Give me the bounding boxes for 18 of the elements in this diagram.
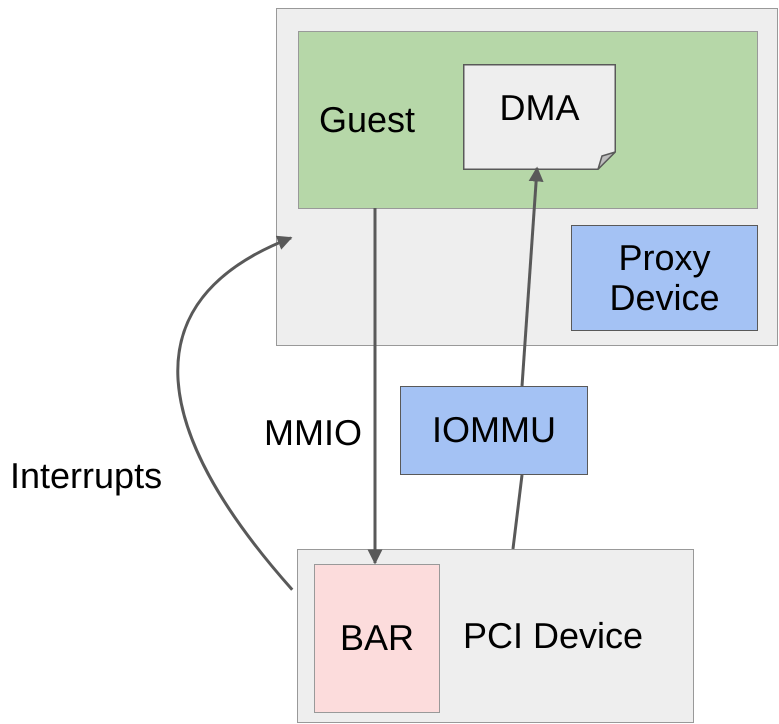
note-shape bbox=[463, 64, 616, 170]
device-box bbox=[571, 225, 758, 331]
bar-box bbox=[314, 564, 440, 713]
node-label: DMA bbox=[500, 88, 580, 128]
edge-label: MMIO bbox=[263, 412, 362, 454]
node-label: IOMMU bbox=[432, 410, 556, 451]
arrow bbox=[176, 236, 294, 591]
guest-box bbox=[298, 31, 758, 209]
node-label: Guest bbox=[319, 100, 416, 140]
arrow bbox=[368, 208, 382, 564]
arrow bbox=[520, 166, 544, 386]
node-label: PCI Device bbox=[463, 616, 644, 656]
host-box bbox=[276, 8, 778, 346]
node-label: Proxy Device bbox=[608, 238, 721, 318]
iommu-box bbox=[400, 386, 588, 475]
device-box bbox=[297, 549, 694, 723]
node-label: BAR bbox=[340, 618, 414, 659]
edge-label: Interrupts bbox=[10, 455, 164, 497]
